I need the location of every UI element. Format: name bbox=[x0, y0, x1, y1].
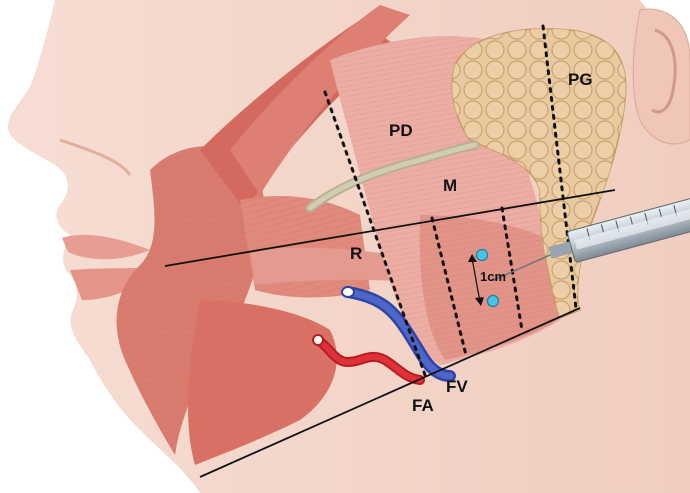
facial-vein-cut-end bbox=[341, 286, 355, 298]
dotted-line-4 bbox=[541, 24, 578, 310]
needle bbox=[491, 251, 558, 282]
upper-lip bbox=[62, 234, 150, 260]
label-parotid-gland: PG bbox=[568, 70, 593, 89]
measurement-arrow bbox=[471, 257, 481, 303]
syringe bbox=[491, 198, 690, 282]
risorius-muscle bbox=[250, 247, 412, 285]
nose-shadow bbox=[59, 138, 132, 176]
injection-point-upper bbox=[475, 248, 489, 262]
label-masseter: M bbox=[443, 176, 458, 195]
lower-guide-line bbox=[199, 307, 581, 478]
dotted-line-3 bbox=[500, 206, 524, 332]
label-parotid-duct: PD bbox=[389, 121, 413, 140]
label-risorius: R bbox=[350, 244, 363, 263]
dotted-line-2 bbox=[430, 216, 468, 357]
facial-artery-cut-end bbox=[312, 334, 324, 346]
injection-point-lower bbox=[486, 294, 500, 308]
ear bbox=[632, 8, 690, 145]
upper-guide-line bbox=[164, 189, 616, 267]
profile-background bbox=[0, 0, 200, 493]
label-measurement: 1cm bbox=[480, 269, 507, 284]
label-facial-vein: FV bbox=[446, 377, 468, 396]
label-facial-artery: FA bbox=[412, 396, 434, 415]
ear-fold bbox=[651, 28, 677, 114]
